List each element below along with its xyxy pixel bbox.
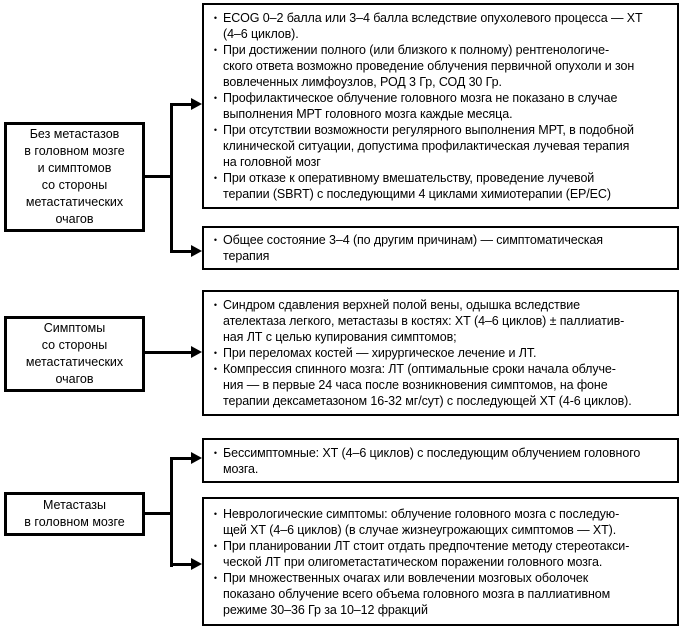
bullet-text: При отказе к оперативному вмешательству,…: [223, 171, 611, 201]
bullet-item: • При планировании ЛТ стоит отдать предп…: [208, 538, 669, 570]
connector-stem-group3: [144, 512, 173, 515]
bullet-item: • Компрессия спинного мозга: ЛТ (оптимал…: [208, 361, 669, 409]
bullet-item: • Синдром сдавления верхней полой вены, …: [208, 297, 669, 345]
left-node-label: Метастазы в головном мозге: [24, 498, 125, 529]
bullet-item: • При достижении полного (или близкого к…: [208, 42, 669, 90]
left-node-no-brain-mets: Без метастазов в головном мозге и симпто…: [4, 122, 145, 232]
bullet-icon: •: [213, 125, 218, 135]
bullet-text: ECOG 0–2 балла или 3–4 балла вследствие …: [223, 11, 643, 41]
bullet-item: • Неврологические симптомы: облучение го…: [208, 506, 669, 538]
arrowhead-icon: [191, 346, 202, 358]
left-node-brain-mets: Метастазы в головном мозге: [4, 492, 145, 536]
bullet-icon: •: [213, 540, 218, 551]
bullet-text: Компрессия спинного мозга: ЛТ (оптимальн…: [223, 362, 632, 408]
connector-line-to-symptomatic: [170, 250, 192, 253]
arrowhead-icon: [191, 558, 202, 570]
right-node-neurologic-symptoms: • Неврологические симптомы: облучение го…: [202, 497, 679, 626]
bullet-text: При множественных очагах или вовлечении …: [223, 570, 611, 617]
left-node-label: Без метастазов в головном мозге и симпто…: [24, 127, 125, 226]
bullet-text: При переломах костей — хирургическое леч…: [223, 346, 537, 360]
left-node-label: Симптомы со стороны метастатических очаг…: [25, 321, 124, 386]
connector-stem-group1: [144, 175, 173, 178]
bullet-text: Синдром сдавления верхней полой вены, од…: [223, 298, 625, 344]
right-node-svc-syndrome: • Синдром сдавления верхней полой вены, …: [202, 290, 679, 416]
bullet-icon: •: [213, 572, 218, 583]
bullet-text: Неврологические симптомы: облучение голо…: [223, 506, 620, 537]
connector-line-to-ecog: [170, 103, 192, 106]
bullet-icon: •: [213, 348, 218, 358]
arrowhead-icon: [191, 98, 202, 110]
bullet-item: • При переломах костей — хирургическое л…: [208, 345, 669, 361]
bullet-item: • ECOG 0–2 балла или 3–4 балла вследстви…: [208, 10, 669, 42]
bullet-item: • При множественных очагах или вовлечени…: [208, 570, 669, 618]
bullet-text: При отсутствии возможности регулярного в…: [223, 123, 634, 169]
connector-line-to-asymptomatic: [170, 457, 192, 460]
bullet-icon: •: [213, 173, 218, 183]
bullet-icon: •: [213, 235, 218, 245]
bullet-icon: •: [213, 447, 218, 458]
bullet-item: • Бессимптомные: ХТ (4–6 циклов) с после…: [208, 445, 669, 477]
bullet-text: Общее состояние 3–4 (по другим причинам)…: [223, 233, 603, 263]
bullet-icon: •: [213, 364, 218, 374]
bullet-text: Бессимптомные: ХТ (4–6 циклов) с последу…: [223, 445, 641, 476]
bullet-item: • Общее состояние 3–4 (по другим причина…: [208, 232, 669, 264]
right-node-symptomatic-therapy: • Общее состояние 3–4 (по другим причина…: [202, 226, 679, 270]
bullet-item: • Профилактическое облучение головного м…: [208, 90, 669, 122]
right-node-ecog-ht: • ECOG 0–2 балла или 3–4 балла вследстви…: [202, 3, 679, 209]
left-node-symptoms-of-mets: Симптомы со стороны метастатических очаг…: [4, 316, 145, 392]
bullet-text: Профилактическое облучение головного моз…: [223, 91, 618, 121]
bullet-icon: •: [213, 93, 218, 103]
connector-branch-group3: [170, 457, 173, 567]
arrowhead-icon: [191, 245, 202, 257]
right-node-asymptomatic: • Бессимптомные: ХТ (4–6 циклов) с после…: [202, 438, 679, 483]
connector-line-to-svc: [145, 351, 192, 354]
connector-branch-group1: [170, 103, 173, 253]
bullet-icon: •: [213, 300, 218, 310]
bullet-text: При достижении полного (или близкого к п…: [223, 43, 635, 89]
bullet-icon: •: [213, 45, 218, 55]
bullet-item: • При отсутствии возможности регулярного…: [208, 122, 669, 170]
bullet-icon: •: [213, 508, 218, 519]
bullet-icon: •: [213, 13, 218, 23]
bullet-item: • При отказе к оперативному вмешательств…: [208, 170, 669, 202]
bullet-text: При планировании ЛТ стоит отдать предпоч…: [223, 538, 630, 569]
connector-line-to-neurologic: [170, 563, 192, 566]
arrowhead-icon: [191, 452, 202, 464]
